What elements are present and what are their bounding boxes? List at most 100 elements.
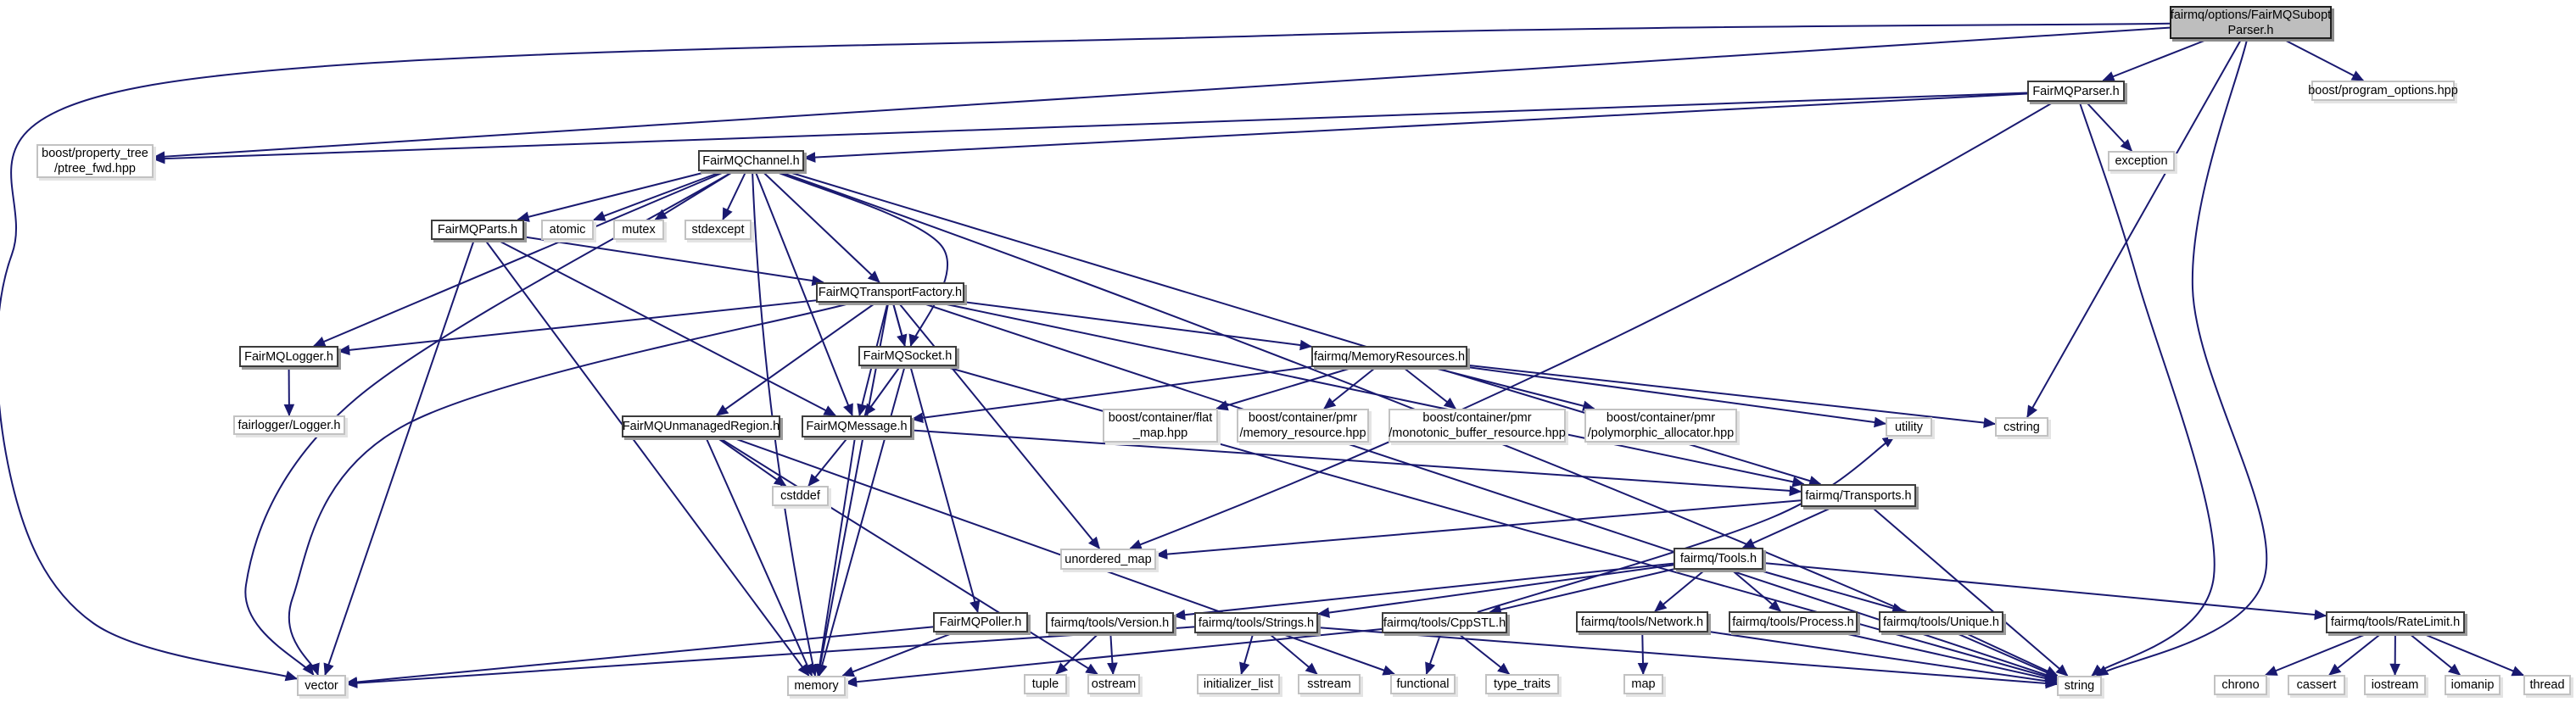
node-utility: utility [1886,417,1932,437]
node-network[interactable]: fairmq/tools/Network.h [1576,611,1708,632]
edge-parser-unordered_map [1129,101,2055,550]
edge-cppstl-utility [1477,436,1896,613]
edge-channel-logger [312,170,727,347]
edge-memres-message [910,365,1312,424]
edge-message-transports [911,429,1802,497]
node-ostream: ostream [1087,674,1140,694]
edge-message-memory [814,437,856,677]
edge-tools-unique [1757,569,1905,614]
edge-cppstl-type_traits [1457,632,1511,675]
edge-parts-memory [484,239,810,677]
node-strings[interactable]: fairmq/tools/Strings.h [1194,612,1318,633]
node-parts[interactable]: FairMQParts.h [431,220,524,240]
edge-tf-vector [288,302,853,677]
edge-memres-cstring [1467,364,1997,428]
node-process[interactable]: fairmq/tools/Process.h [1729,611,1858,632]
node-iostream: iostream [2364,675,2426,695]
edge-ratelimit-cassert [2328,632,2383,676]
node-map: map [1623,674,1663,694]
node-sstream: sstream [1298,674,1361,694]
edge-strings-vector [344,626,1195,688]
node-string: string [2057,676,2102,696]
edge-channel-parts [517,170,710,222]
edge-version-tuple [1055,632,1100,675]
edge-tools-cppstl [1489,568,1674,616]
edge-unique-string [1964,632,2059,677]
edge-parser-ptree [152,92,2028,164]
edge-process-string [1840,632,2059,684]
node-memresource: boost/container/pmr /memory_resource.hpp [1237,409,1369,443]
node-logger[interactable]: FairMQLogger.h [239,346,338,367]
node-type_traits: type_traits [1485,674,1559,694]
node-functional: functional [1390,674,1456,694]
edge-channel-socket [774,170,948,348]
node-cppstl[interactable]: fairmq/tools/CppSTL.h [1382,612,1507,633]
node-unordered_map: unordered_map [1060,549,1156,570]
node-cstddef: cstddef [772,486,829,506]
edge-strings-initializer_list [1239,632,1254,676]
edge-tf-socket [891,302,908,348]
node-cstring: cstring [1995,417,2048,437]
edge-transports-tools [1741,506,1834,549]
edge-cppstl-memory [844,627,1383,688]
edge-tools-version [1172,562,1674,621]
node-progopts: boost/program_options.hpp [2308,81,2458,101]
edge-ratelimit-thread [2422,632,2525,677]
edge-title-parser [2102,38,2210,82]
node-chrono: chrono [2214,675,2267,695]
edge-tools-process [1730,569,1782,612]
edge-parts-tf [523,236,824,287]
node-version[interactable]: fairmq/tools/Version.h [1046,612,1174,633]
edge-tf-transports [938,302,1805,488]
node-transports[interactable]: fairmq/Transports.h [1801,484,1916,507]
edge-title-cstring [2026,38,2243,419]
node-unique[interactable]: fairmq/tools/Unique.h [1879,611,2003,632]
edge-cppstl-functional [1425,632,1442,676]
edge-ratelimit-iomanip [2408,632,2461,676]
node-socket[interactable]: FairMQSocket.h [858,346,957,366]
edge-memres-utility [1467,365,1887,428]
node-poller[interactable]: FairMQPoller.h [933,612,1028,632]
edge-channel-tf [761,170,880,283]
node-thread: thread [2523,675,2571,695]
node-channel[interactable]: FairMQChannel.h [698,150,804,171]
edge-parts-vector [323,239,475,677]
node-exception: exception [2108,151,2175,171]
edge-title-vector [0,22,2171,682]
edge-tools-ratelimit [1763,561,2327,621]
node-tf[interactable]: FairMQTransportFactory.h [816,282,964,303]
node-message[interactable]: FairMQMessage.h [802,415,912,437]
edge-title-progopts [2282,38,2365,81]
node-polymorphic: boost/container/pmr /polymorphic_allocat… [1584,409,1737,443]
edge-tf-logger [337,299,817,356]
edge-tf-memres [964,301,1313,351]
node-title[interactable]: fairmq/options/FairMQSubopt Parser.h [2170,6,2332,39]
node-tools[interactable]: fairmq/Tools.h [1674,548,1763,570]
edge-poller-memory [841,632,955,677]
edge-ratelimit-chrono [2265,632,2369,676]
node-stdexcept: stdexcept [685,220,752,240]
node-parser[interactable]: FairMQParser.h [2027,81,2125,102]
node-atomic: atomic [541,220,594,240]
edge-channel-atomic [592,170,724,221]
edge-socket-memory [817,365,906,677]
edge-transports-unordered_map [1154,499,1802,560]
node-cassert: cassert [2288,675,2345,695]
edge-parser-exception [2085,101,2133,152]
node-flatmap: boost/container/flat _map.hpp [1103,409,1218,443]
node-ratelimit[interactable]: fairmq/tools/RateLimit.h [2326,611,2465,633]
node-memres[interactable]: fairmq/MemoryResources.h [1311,346,1467,367]
node-ptree: boost/property_tree /ptree_fwd.hpp [36,144,154,178]
node-memory: memory [787,676,846,696]
node-unmanaged[interactable]: FairMQUnmanagedRegion.h [622,415,780,437]
edge-title-ptree [152,26,2171,163]
edge-channel-vector [244,170,735,676]
edge-unmanaged-ostream [718,437,1098,675]
node-iomanip: iomanip [2445,675,2501,695]
edge-strings-string [1317,627,2059,689]
edge-parser-string [2078,101,2216,677]
node-monotonic: boost/container/pmr /monotonic_buffer_re… [1389,409,1566,443]
node-initializer_list: initializer_list [1197,674,1280,694]
edge-tf-string [920,302,2059,681]
node-tuple: tuple [1024,674,1067,694]
